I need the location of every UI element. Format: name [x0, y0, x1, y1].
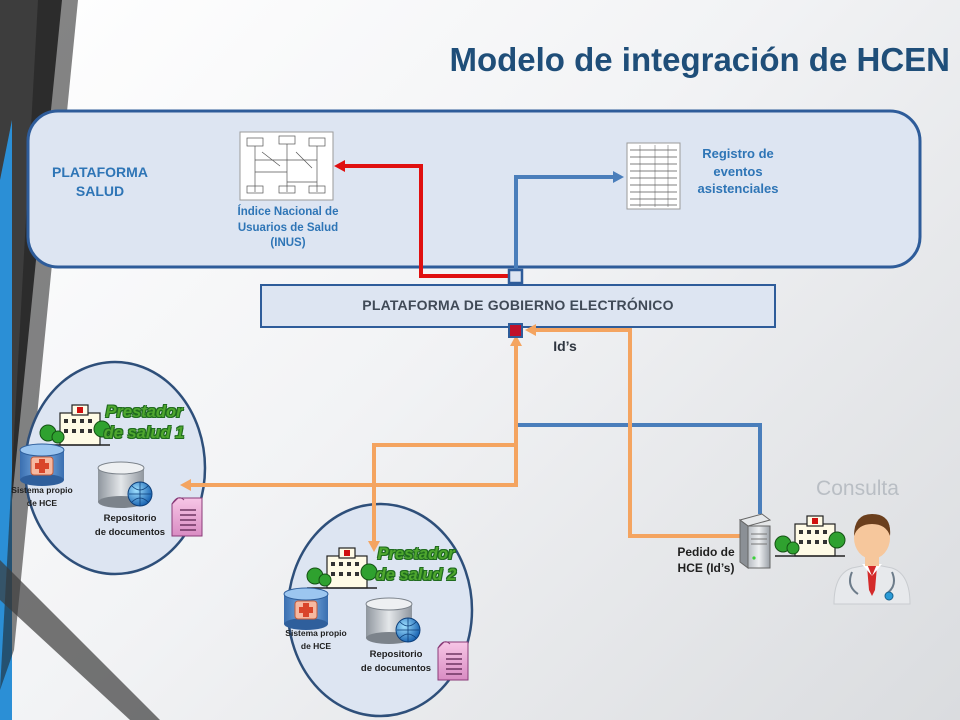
repositorio-label-line: de documentos: [94, 526, 166, 538]
registro-label-line: asistenciales: [697, 181, 779, 197]
arrow-head-orange-up: [510, 335, 522, 346]
doctor-icon: [833, 514, 911, 605]
sistema-propio-2-label: Sistema propio de HCE: [276, 627, 356, 653]
arrow-head-orange-p1: [180, 479, 191, 491]
plataforma-gobierno-label: PLATAFORMA DE GOBIERNO ELECTRÓNICO: [362, 297, 674, 313]
registro-label-line: Registro de: [702, 146, 774, 161]
sistema-propio-label-line: Sistema propio: [285, 628, 347, 638]
sistema-propio-label-line: de HCE: [26, 497, 58, 508]
flow-line-orange-prestadores: [190, 344, 518, 542]
registro-label-line: eventos: [713, 163, 763, 179]
decorative-stripes: [0, 0, 160, 720]
pedido-hce-label-line: Pedido de: [677, 545, 735, 559]
hospital-icon: [306, 547, 378, 589]
plataforma-gobierno-bar: [260, 284, 776, 328]
flow-line-blue-consulta: [514, 340, 762, 514]
inus-label: Índice Nacional de Usuarios de Salud (IN…: [220, 205, 356, 252]
prestador-2-label: Prestador de salud 2: [364, 544, 468, 587]
inus-label-line: (INUS): [270, 237, 306, 250]
plataforma-salud-line: SALUD: [75, 182, 125, 199]
repositorio-2-label: Repositorio de documentos: [348, 648, 444, 676]
database-icon: [97, 461, 153, 508]
page-title: Modelo de integración de HCEN: [449, 41, 950, 78]
sistema-propio-1-label: Sistema propio de HCE: [2, 484, 82, 510]
connector-square-bottom: [508, 323, 523, 338]
arrow-head-blue-registro: [613, 171, 624, 183]
document-icon: [437, 641, 469, 681]
flow-line-red-inus: [344, 164, 508, 278]
arrow-head-red-inus: [334, 160, 345, 172]
repositorio-label-line: Repositorio: [103, 513, 157, 524]
server-icon: [738, 513, 772, 569]
pedido-hce-label: Pedido de HCE (Id’s): [658, 544, 754, 576]
flow-line-orange-pedido: [535, 328, 740, 538]
repositorio-1-label: Repositorio de documentos: [82, 512, 178, 540]
plataforma-salud-label: PLATAFORMA SALUD: [30, 163, 170, 201]
repositorio-label-line: Repositorio: [369, 649, 423, 660]
hce-system-database-icon: [283, 587, 329, 630]
inus-diagram-thumbnail: [239, 131, 334, 201]
registro-label: Registro de eventos asistenciales: [682, 145, 794, 198]
consulta-label: Consulta: [816, 477, 899, 500]
repositorio-label-line: de documentos: [360, 662, 432, 674]
hospital-icon: [774, 515, 846, 557]
pedido-hce-label-line: HCE (Id’s): [677, 561, 735, 576]
arrow-head-orange-p2: [368, 541, 380, 552]
sistema-propio-label-line: de HCE: [300, 640, 332, 651]
prestador-1-label-line: Prestador: [105, 403, 183, 421]
plataforma-salud-line: PLATAFORMA: [52, 164, 148, 180]
prestador-2-label-line: Prestador: [377, 545, 455, 563]
inus-label-line: Usuarios de Salud: [237, 221, 339, 234]
ids-label: Id’s: [553, 338, 577, 354]
flow-line-blue-registro: [514, 175, 615, 272]
document-icon: [171, 497, 203, 537]
sistema-propio-label-line: Sistema propio: [11, 485, 73, 495]
prestador-1-label-line: de salud 1: [103, 424, 185, 443]
prestador-1-label: Prestador de salud 1: [92, 402, 196, 445]
database-icon: [365, 597, 421, 644]
inus-label-line: Índice Nacional de: [237, 206, 339, 218]
hospital-icon: [39, 404, 111, 446]
connector-square-top: [507, 268, 524, 285]
event-registry-table-thumbnail: [626, 142, 681, 210]
hce-system-database-icon: [19, 443, 65, 486]
prestador-2-label-line: de salud 2: [375, 566, 457, 585]
arrow-head-orange-pedido: [525, 324, 536, 336]
